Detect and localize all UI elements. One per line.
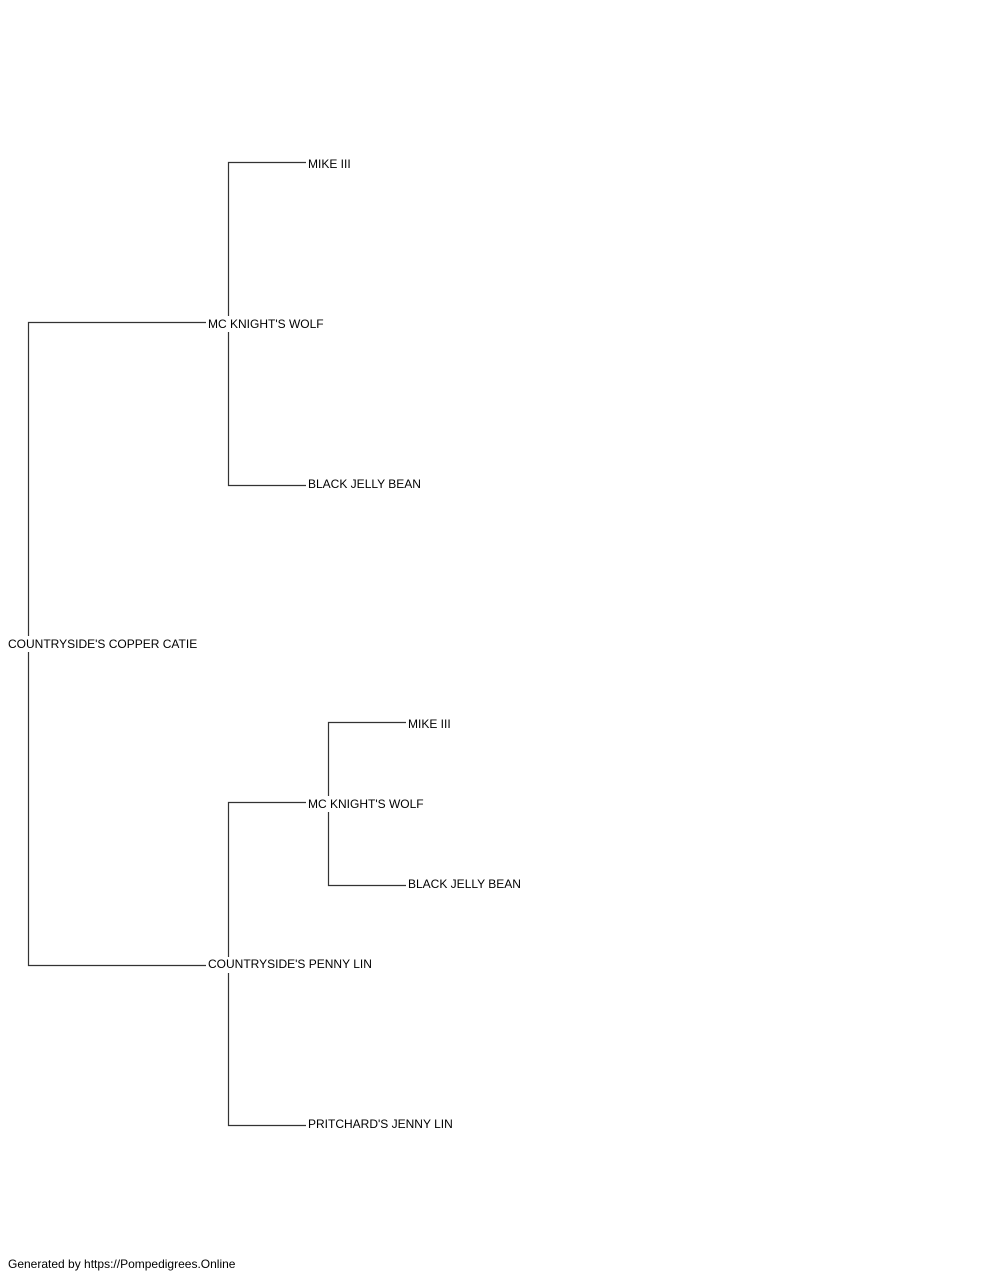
dam-sire-dam-name: BLACK JELLY BEAN [408, 877, 521, 891]
dam-dam-name: PRITCHARD'S JENNY LIN [308, 1117, 453, 1131]
connector-dam-sire [227, 801, 306, 957]
connector-subject-dam [27, 652, 206, 967]
connector-sire-dam [227, 332, 306, 487]
connector-sire-sire [227, 161, 306, 316]
dam-sire-sire-name: MIKE III [408, 717, 451, 731]
sire-name: MC KNIGHT'S WOLF [208, 317, 324, 331]
subject-name: COUNTRYSIDE'S COPPER CATIE [8, 637, 198, 651]
connector-subject-sire [27, 321, 206, 636]
connector-dam-sire-sire [327, 721, 406, 796]
sire-sire-name: MIKE III [308, 157, 351, 171]
dam-sire-name: MC KNIGHT'S WOLF [308, 797, 424, 811]
dam-name: COUNTRYSIDE'S PENNY LIN [208, 957, 372, 971]
connector-dam-sire-dam [327, 812, 406, 887]
connector-dam-dam [227, 973, 306, 1127]
generated-by-footer: Generated by https://Pompedigrees.Online [8, 1257, 236, 1271]
sire-dam-name: BLACK JELLY BEAN [308, 477, 421, 491]
